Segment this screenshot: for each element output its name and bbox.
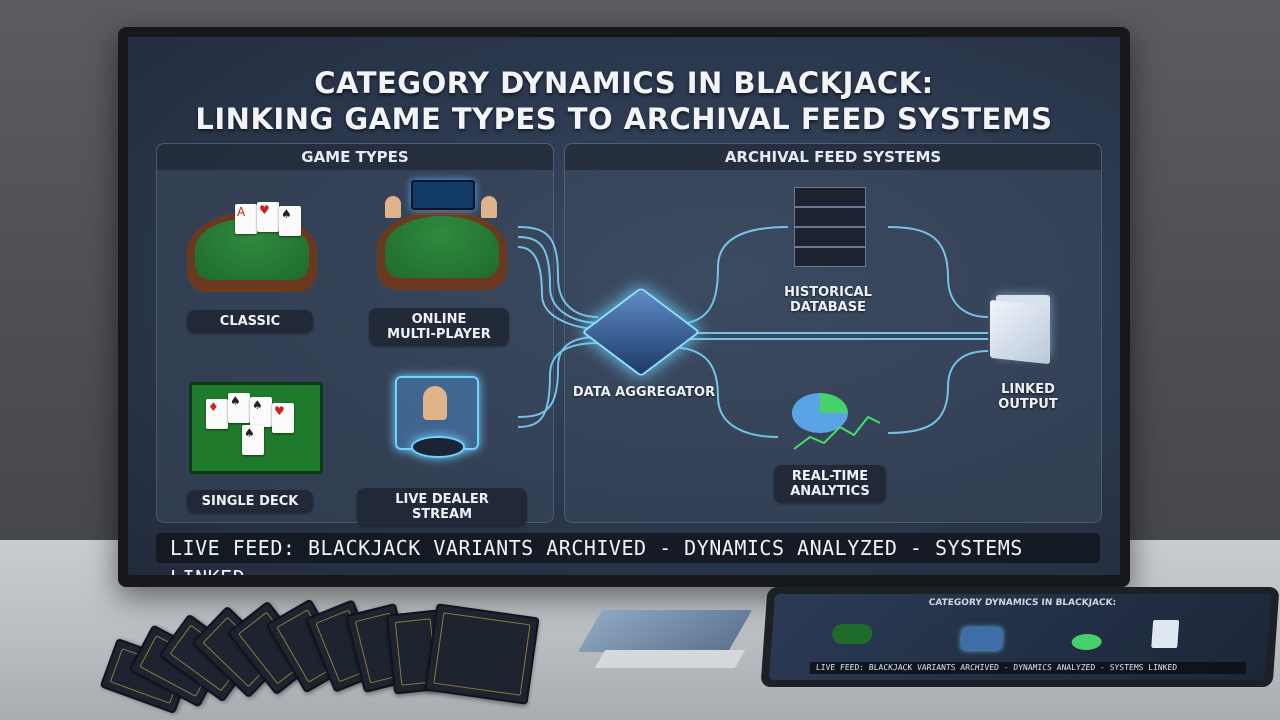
card: ♥ bbox=[257, 202, 279, 232]
linked-output-label: LINKED OUTPUT bbox=[998, 382, 1058, 412]
classic-table-image: A ♥ ♠ bbox=[187, 202, 317, 292]
card: A bbox=[235, 204, 257, 234]
real-time-analytics-label: REAL-TIME ANALYTICS bbox=[774, 465, 886, 503]
live-dealer-image bbox=[383, 376, 493, 468]
game-types-panel: GAME TYPES A ♥ ♠ CLASSIC ONLINE MULTI-PL… bbox=[156, 143, 554, 526]
folder-icon bbox=[990, 289, 1060, 365]
tablet-ticker: LIVE FEED: BLACKJACK VARIANTS ARCHIVED -… bbox=[809, 662, 1247, 674]
player-avatar-icon bbox=[385, 196, 401, 218]
card: ♠ bbox=[279, 206, 301, 236]
server-icon bbox=[794, 187, 866, 267]
monitor-screen: CATEGORY DYNAMICS IN BLACKJACK: LINKING … bbox=[128, 37, 1120, 575]
dealer-avatar-icon bbox=[423, 386, 447, 420]
monitor-display-icon bbox=[411, 180, 475, 210]
game-type-live-dealer-label: LIVE DEALER STREAM bbox=[357, 488, 527, 526]
game-types-heading: GAME TYPES bbox=[157, 144, 553, 170]
game-type-single-deck-label: SINGLE DECK bbox=[187, 490, 313, 513]
title-line-2: LINKING GAME TYPES TO ARCHIVAL FEED SYST… bbox=[195, 102, 1053, 136]
card-holder bbox=[577, 610, 753, 652]
slide-title: CATEGORY DYNAMICS IN BLACKJACK: LINKING … bbox=[128, 65, 1120, 137]
archival-feed-heading: ARCHIVAL FEED SYSTEMS bbox=[565, 144, 1101, 170]
title-line-1: CATEGORY DYNAMICS IN BLACKJACK: bbox=[314, 66, 934, 100]
game-type-online-multiplayer-label: ONLINE MULTI-PLAYER bbox=[369, 308, 509, 346]
game-type-classic-label: CLASSIC bbox=[187, 310, 313, 333]
data-aggregator-label: DATA AGGREGATOR bbox=[572, 385, 716, 400]
historical-database-label: HISTORICAL DATABASE bbox=[784, 285, 872, 315]
player-avatar-icon bbox=[481, 196, 497, 218]
tablet-title: CATEGORY DYNAMICS IN BLACKJACK: bbox=[928, 598, 1117, 608]
live-feed-ticker: LIVE FEED: BLACKJACK VARIANTS ARCHIVED -… bbox=[156, 533, 1100, 575]
single-deck-image: ♦ ♠ ♠ ♥ ♠ bbox=[189, 382, 323, 474]
tablet-screen: CATEGORY DYNAMICS IN BLACKJACK: LIVE FEE… bbox=[768, 594, 1272, 680]
online-multiplayer-image bbox=[377, 180, 507, 290]
pie-chart-icon bbox=[788, 387, 884, 455]
monitor: CATEGORY DYNAMICS IN BLACKJACK: LINKING … bbox=[118, 27, 1130, 587]
hologram-base-icon bbox=[411, 436, 465, 458]
tablet: CATEGORY DYNAMICS IN BLACKJACK: LIVE FEE… bbox=[760, 587, 1280, 687]
